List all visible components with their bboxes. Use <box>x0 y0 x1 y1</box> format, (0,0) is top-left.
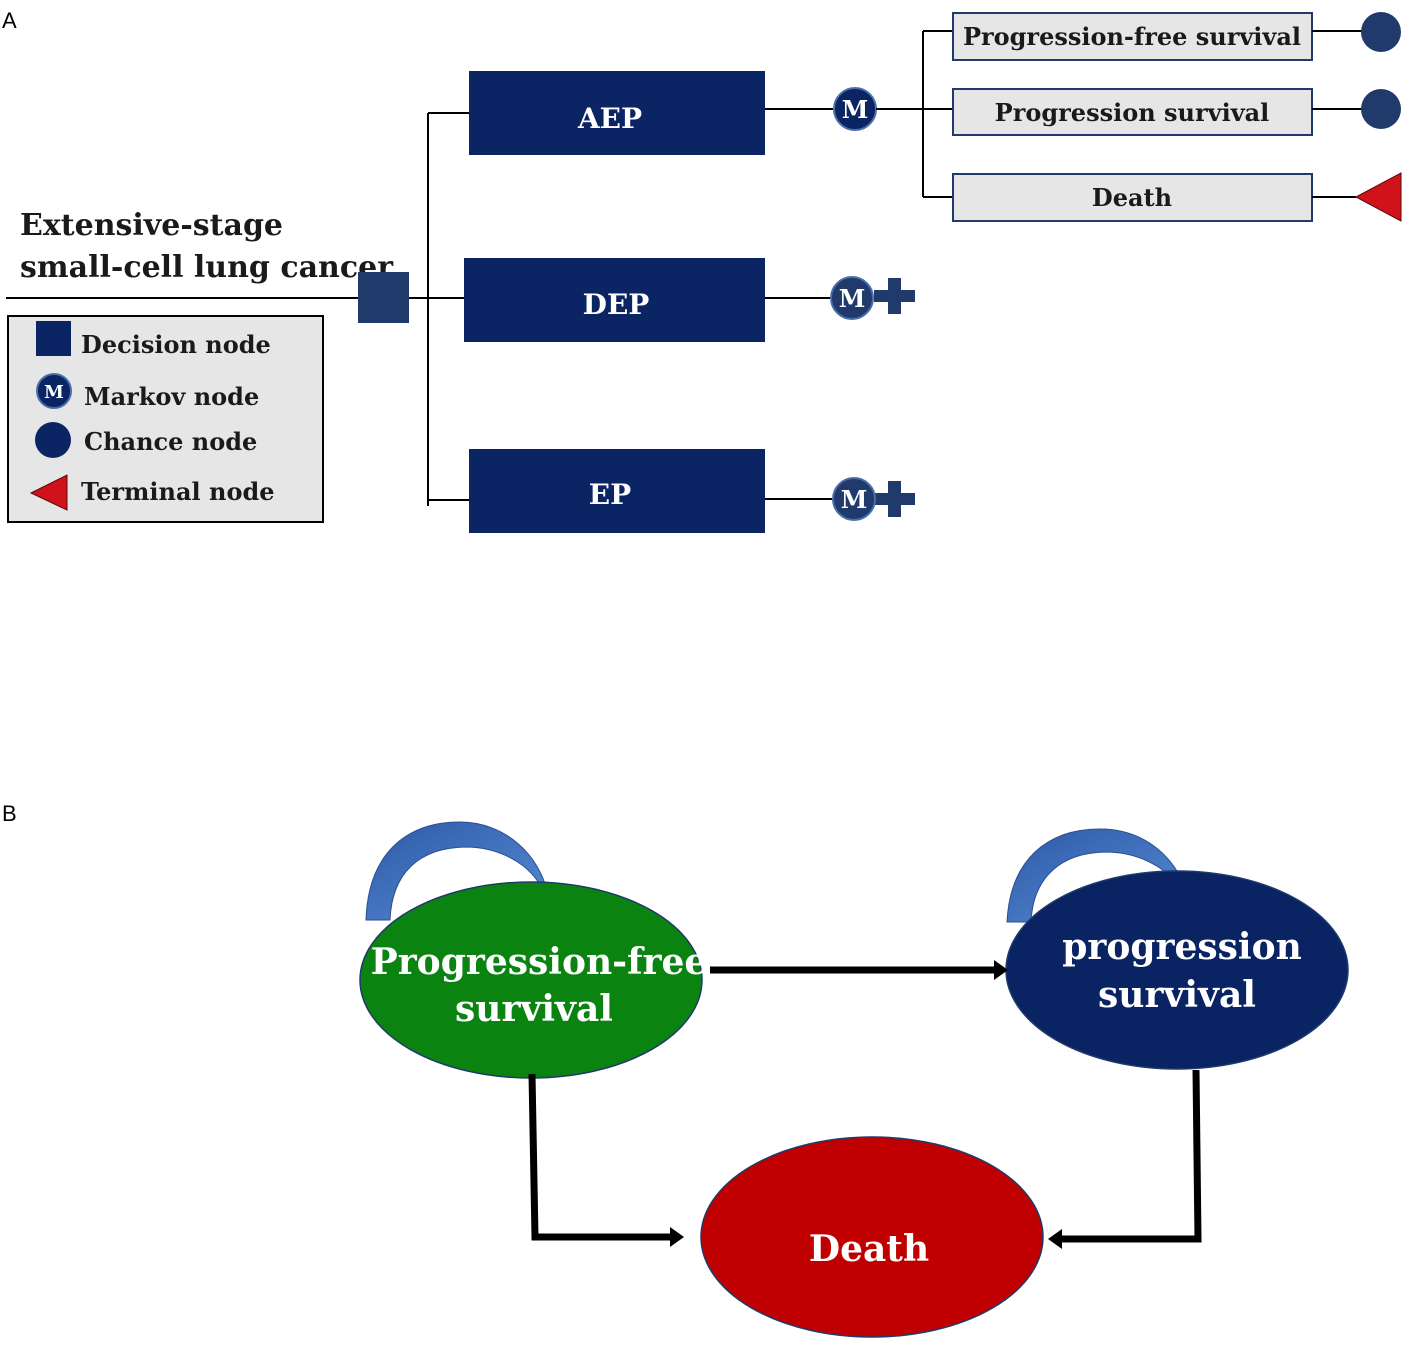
markov-node-ep-symbol: M <box>841 485 868 514</box>
state-ps-line2: survival <box>1098 974 1256 1016</box>
legend: Decision node M Markov node Chance node … <box>7 315 324 523</box>
chance-node-pfs <box>1361 12 1401 52</box>
state-death: Death <box>700 1136 1044 1338</box>
strategy-ep: EP <box>469 449 765 533</box>
state-box-death: Death <box>952 173 1313 222</box>
root-label-line2: small-cell lung cancer <box>20 250 394 285</box>
legend-chance-label: Chance node <box>84 427 257 456</box>
state-box-death-label: Death <box>1092 183 1172 212</box>
markov-node-dep-symbol: M <box>839 284 866 313</box>
strategy-aep: AEP <box>469 71 765 155</box>
state-pfs: Progression-free survival <box>359 881 708 1079</box>
legend-terminal-icon <box>29 474 68 511</box>
legend-terminal-label: Terminal node <box>81 477 275 506</box>
decision-node <box>358 272 409 323</box>
state-box-ps-label: Progression survival <box>995 98 1270 127</box>
transition-ps-to-death <box>1048 1069 1202 1249</box>
panel-a-label: A <box>2 8 17 33</box>
state-box-ps: Progression survival <box>952 88 1313 136</box>
transition-pfs-to-death <box>528 1073 684 1247</box>
strategy-ep-label: EP <box>589 478 631 511</box>
legend-decision-icon <box>36 321 71 356</box>
chance-node-ps <box>1361 89 1401 129</box>
state-pfs-line1: Progression-free <box>371 941 708 983</box>
markov-node-aep: M <box>833 87 877 131</box>
legend-decision-label: Decision node <box>81 330 271 359</box>
state-box-pfs-label: Progression-free survival <box>963 22 1301 51</box>
state-ps: progression survival <box>1005 870 1349 1070</box>
state-pfs-line2: survival <box>455 988 613 1030</box>
markov-node-dep: M <box>830 276 915 320</box>
markov-node-aep-symbol: M <box>842 95 869 124</box>
terminal-node-death <box>1354 172 1402 222</box>
markov-node-ep: M <box>832 477 915 521</box>
strategy-aep-label: AEP <box>577 102 642 135</box>
panel-b-label: B <box>2 801 17 826</box>
legend-markov-icon: M <box>36 373 72 409</box>
state-death-label: Death <box>809 1228 929 1270</box>
legend-markov-label: Markov node <box>84 382 259 411</box>
legend-chance-icon <box>35 422 71 458</box>
state-box-pfs: Progression-free survival <box>952 12 1313 61</box>
transition-pfs-to-ps <box>710 960 1008 980</box>
root-label-line1: Extensive-stage <box>20 208 283 243</box>
legend-markov-icon-symbol: M <box>44 382 64 403</box>
strategy-dep-label: DEP <box>583 288 650 321</box>
state-ps-line1: progression <box>1062 926 1302 968</box>
state-connector <box>922 30 953 198</box>
strategy-connector <box>427 112 469 506</box>
strategy-dep: DEP <box>464 258 765 342</box>
